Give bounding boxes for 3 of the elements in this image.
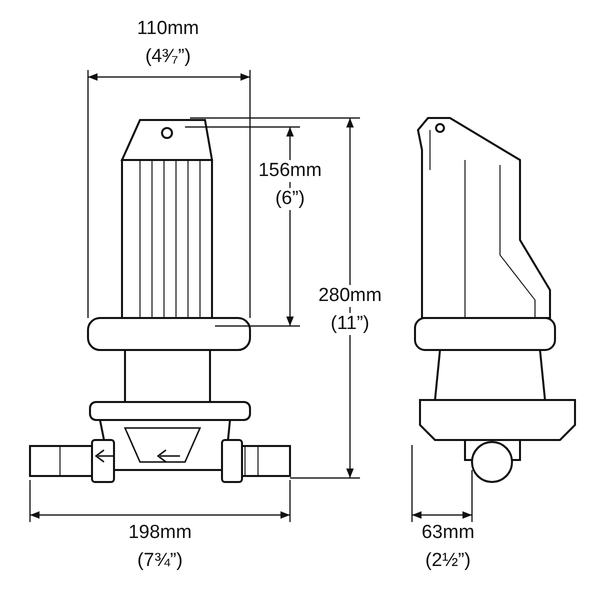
dimension-label: (4³⁄₇”) xyxy=(143,46,193,68)
dimension-label: (11”) xyxy=(328,313,372,335)
dimension-label: (6”) xyxy=(273,188,307,210)
